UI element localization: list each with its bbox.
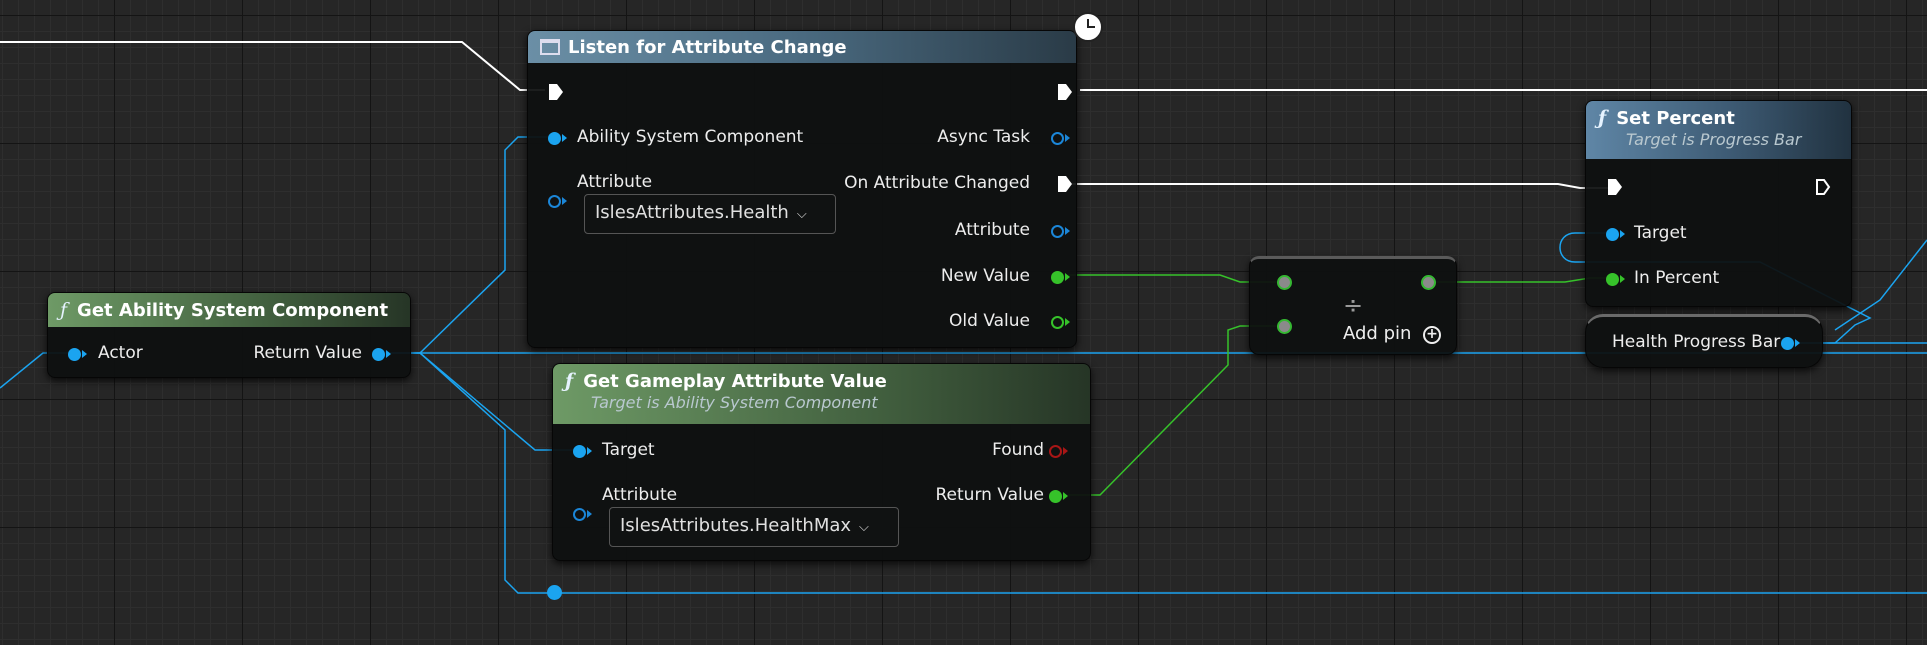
found-pin[interactable] xyxy=(1049,445,1062,458)
get-ability-system-component-node[interactable]: ƒ Get Ability System Component Actor Retu… xyxy=(47,292,411,378)
exec-wire-in xyxy=(0,41,545,91)
attribute-input-label: Attribute xyxy=(577,172,653,192)
function-icon: ƒ xyxy=(60,299,68,321)
exec-out-pin[interactable] xyxy=(1056,82,1074,102)
pin-arrow xyxy=(562,134,567,142)
attribute-output-pin[interactable] xyxy=(1051,225,1064,238)
pin-arrow xyxy=(587,510,592,518)
return-value-label: Return Value xyxy=(935,485,1045,505)
node-header: ƒ Get Ability System Component xyxy=(48,293,410,327)
chevron-down-icon: ⌵ xyxy=(859,520,869,535)
divide-node[interactable]: ÷ Add pin + xyxy=(1249,256,1457,355)
get-gameplay-attribute-value-node[interactable]: ƒ Get Gameplay Attribute Value Target is … xyxy=(552,363,1091,561)
clock-icon xyxy=(1073,12,1103,42)
bar-target-wire xyxy=(1559,232,1872,344)
node-title: Get Ability System Component xyxy=(77,300,389,321)
function-icon: ƒ xyxy=(1598,107,1607,129)
in-percent-pin[interactable] xyxy=(1606,273,1619,286)
return-value-pin[interactable] xyxy=(1049,490,1062,503)
pin-arrow xyxy=(587,447,592,455)
add-pin-icon[interactable]: + xyxy=(1423,326,1441,344)
node-subtitle: Target is Ability System Component xyxy=(591,393,878,412)
target-label: Target xyxy=(1634,223,1687,243)
new-value-wire xyxy=(1068,274,1278,283)
pin-arrow xyxy=(1065,227,1070,235)
variable-label: Health Progress Bar xyxy=(1612,332,1781,352)
exec-in-pin[interactable] xyxy=(1606,177,1624,197)
node-title: Listen for Attribute Change xyxy=(568,37,847,58)
attribute-dropdown[interactable]: IslesAttributes.Health ⌵ xyxy=(584,194,836,234)
add-pin-label: Add pin xyxy=(1343,323,1412,344)
attribute-dropdown-value: IslesAttributes.Health xyxy=(595,202,789,223)
function-icon: ƒ xyxy=(565,370,574,392)
pin-arrow xyxy=(1065,318,1070,326)
health-progress-bar-variable[interactable]: Health Progress Bar xyxy=(1585,314,1823,368)
new-value-pin[interactable] xyxy=(1051,271,1064,284)
pin-arrow xyxy=(1620,230,1625,238)
attribute-input-pin[interactable] xyxy=(573,508,586,521)
old-value-label: Old Value xyxy=(949,311,1030,331)
pin-arrow xyxy=(1795,339,1800,347)
pin-arrow xyxy=(386,350,391,358)
variable-output-pin[interactable] xyxy=(1781,337,1794,350)
attribute-dropdown[interactable]: IslesAttributes.HealthMax ⌵ xyxy=(609,507,899,547)
node-title: Set Percent xyxy=(1616,108,1735,129)
node-subtitle: Target is Progress Bar xyxy=(1626,130,1802,149)
exec-out-pin[interactable] xyxy=(1814,177,1832,197)
return-value-label: Return Value xyxy=(253,343,363,363)
pin-arrow xyxy=(1065,273,1070,281)
node-header: ƒ Get Gameplay Attribute Value Target is … xyxy=(553,364,1090,424)
pin-arrow xyxy=(1063,447,1068,455)
attribute-dropdown-value: IslesAttributes.HealthMax xyxy=(620,515,852,536)
attribute-label: Attribute xyxy=(602,485,678,505)
async-task-pin[interactable] xyxy=(1051,132,1064,145)
async-task-label: Async Task xyxy=(937,127,1030,147)
on-attribute-changed-label: On Attribute Changed xyxy=(844,173,1030,193)
pin-arrow xyxy=(562,197,567,205)
set-percent-node[interactable]: ƒ Set Percent Target is Progress Bar Targ… xyxy=(1585,100,1852,307)
pin-arrow xyxy=(1620,275,1625,283)
task-icon xyxy=(540,39,560,55)
target-input-pin[interactable] xyxy=(1606,228,1619,241)
actor-input-pin[interactable] xyxy=(68,348,81,361)
node-header: ƒ Set Percent Target is Progress Bar xyxy=(1586,101,1851,159)
attribute-input-pin[interactable] xyxy=(548,195,561,208)
on-attribute-changed-pin[interactable] xyxy=(1056,174,1074,194)
pin-arrow xyxy=(1065,134,1070,142)
exec-wire-changed xyxy=(1072,183,1610,189)
target-input-pin[interactable] xyxy=(573,445,586,458)
node-title: Get Gameplay Attribute Value xyxy=(583,371,887,392)
asc-input-pin[interactable] xyxy=(548,132,561,145)
asc-wire-2 xyxy=(385,352,575,451)
pin-arrow xyxy=(82,350,87,358)
exec-in-pin[interactable] xyxy=(547,82,565,102)
node-header: Listen for Attribute Change xyxy=(528,31,1076,63)
new-value-label: New Value xyxy=(940,266,1030,286)
in-percent-label: In Percent xyxy=(1634,268,1720,288)
reroute-knot[interactable] xyxy=(547,585,562,600)
divide-input-a-pin[interactable] xyxy=(1277,275,1292,290)
return-value-pin[interactable] xyxy=(372,348,385,361)
actor-label: Actor xyxy=(98,343,143,363)
divide-symbol: ÷ xyxy=(1343,291,1364,319)
chevron-down-icon: ⌵ xyxy=(796,207,807,222)
target-label: Target xyxy=(602,440,655,460)
divide-input-b-pin[interactable] xyxy=(1277,319,1292,334)
divide-output-pin[interactable] xyxy=(1421,275,1436,290)
old-value-pin[interactable] xyxy=(1051,316,1064,329)
bar-up-wire xyxy=(1834,239,1927,331)
return-max-wire xyxy=(1068,325,1278,496)
attribute-output-label: Attribute xyxy=(954,220,1030,240)
found-label: Found xyxy=(992,440,1044,460)
asc-input-label: Ability System Component xyxy=(577,127,804,147)
pin-arrow xyxy=(1063,492,1068,500)
listen-attribute-change-node[interactable]: Listen for Attribute Change Ability Syst… xyxy=(527,30,1077,348)
asc-wire-3 xyxy=(385,352,557,594)
